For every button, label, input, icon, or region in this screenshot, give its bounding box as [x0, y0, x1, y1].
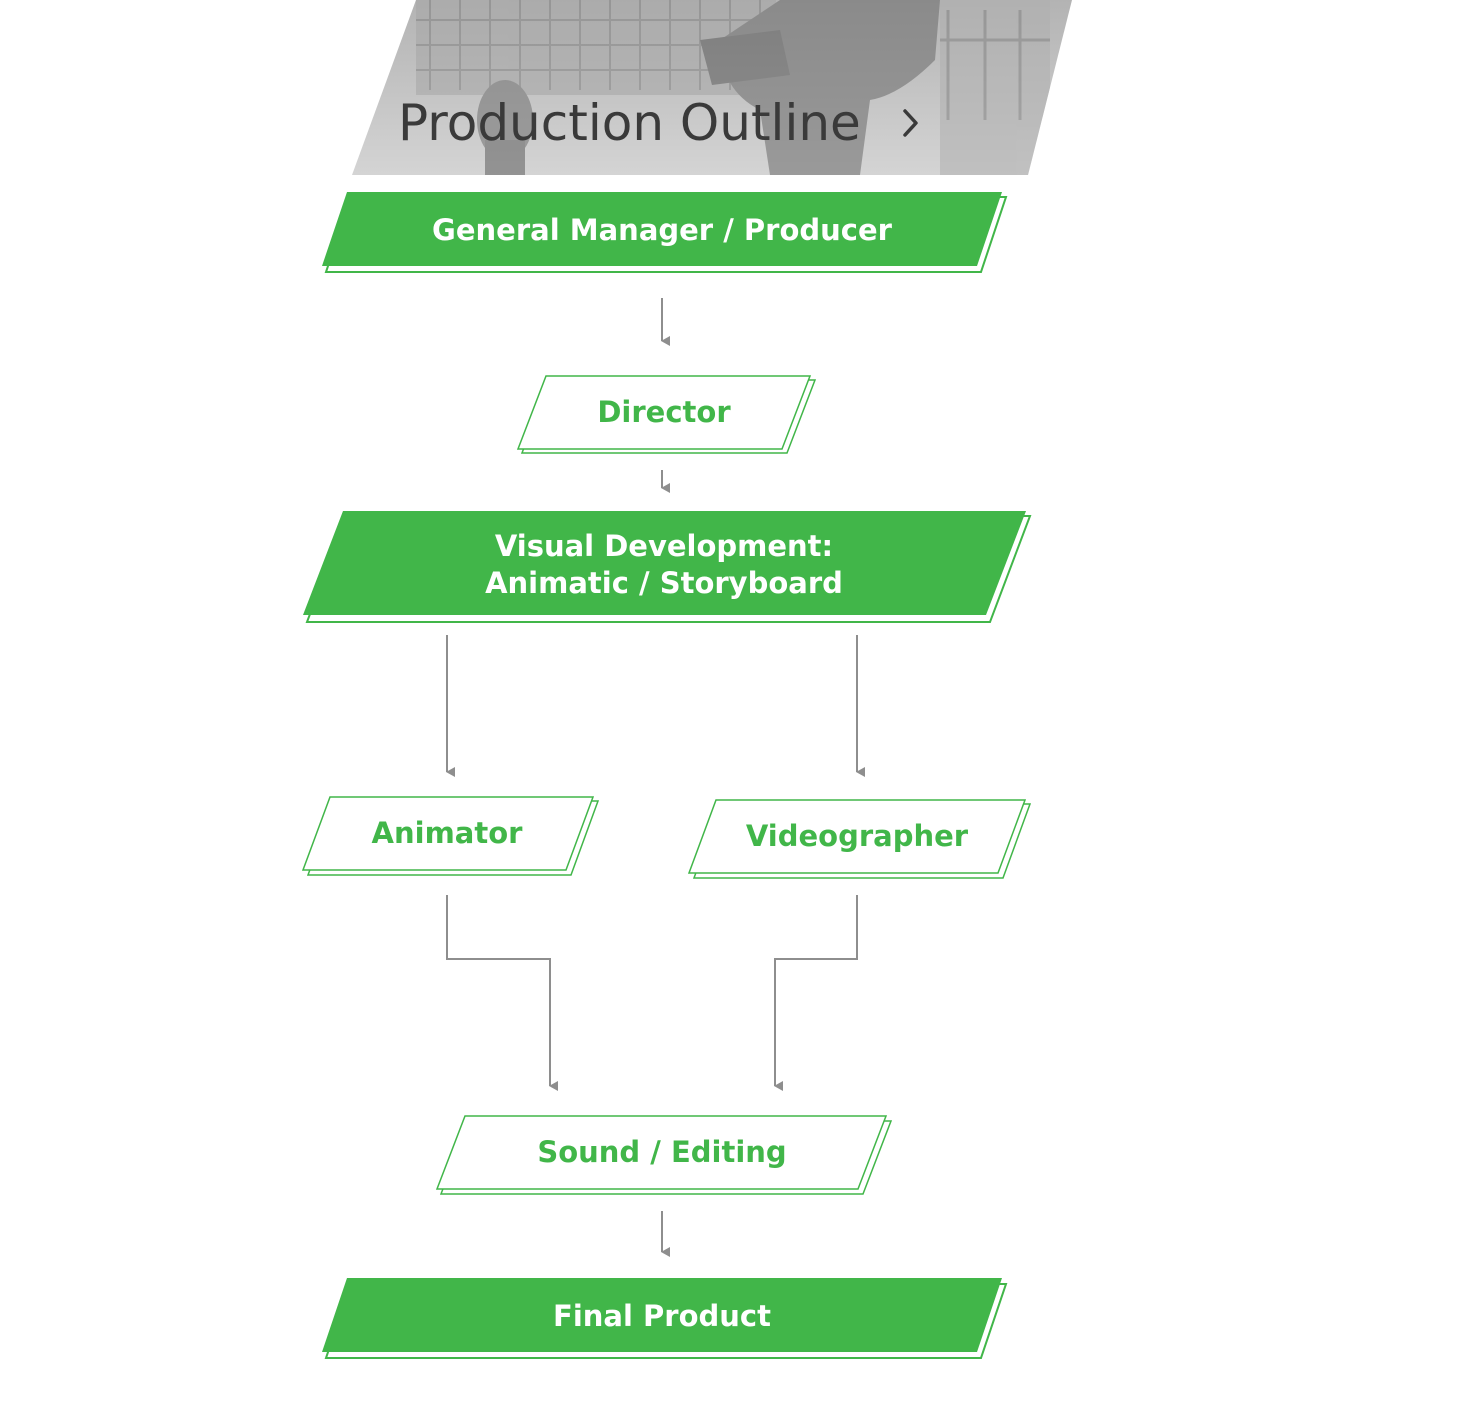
flow-arrows [446, 298, 865, 1257]
node-visual-development[interactable]: Visual Development: Animatic / Storyboar… [303, 511, 1032, 623]
node-sound-editing-shape [435, 1115, 888, 1190]
node-animator-shape [301, 796, 595, 871]
node-sound-editing-label: Sound / Editing [537, 1135, 786, 1169]
arrow-videographer-to-sound-editing [774, 895, 858, 1091]
node-producer-shape [322, 192, 1002, 266]
node-producer[interactable]: General Manager / Producer [322, 192, 1008, 273]
header-photo-pattern [416, 0, 1050, 175]
node-director-label: Director [597, 395, 731, 429]
node-sound-editing[interactable]: Sound / Editing [435, 1115, 893, 1195]
node-final-product-label: Final Product [553, 1299, 771, 1333]
node-final-product[interactable]: Final Product [322, 1278, 1008, 1359]
node-final-product-shape [322, 1278, 1002, 1352]
chevron-right-icon[interactable] [903, 109, 918, 137]
node-videographer-shape [687, 799, 1027, 874]
node-director[interactable]: Director [516, 375, 817, 454]
node-visual-development-line2: Animatic / Storyboard [485, 566, 843, 600]
node-director-shape [516, 375, 812, 450]
node-videographer[interactable]: Videographer [687, 799, 1032, 879]
node-animator-label: Animator [372, 816, 524, 850]
node-visual-development-shape [303, 511, 1026, 615]
node-animator[interactable]: Animator [301, 796, 600, 876]
node-videographer-label: Videographer [746, 819, 969, 853]
node-visual-development-line1: Visual Development: [495, 529, 833, 563]
header-title: Production Outline [398, 94, 861, 152]
arrow-animator-to-sound-editing [446, 895, 558, 1091]
node-producer-label: General Manager / Producer [432, 213, 893, 247]
header-banner: Production Outline [352, 0, 1072, 175]
